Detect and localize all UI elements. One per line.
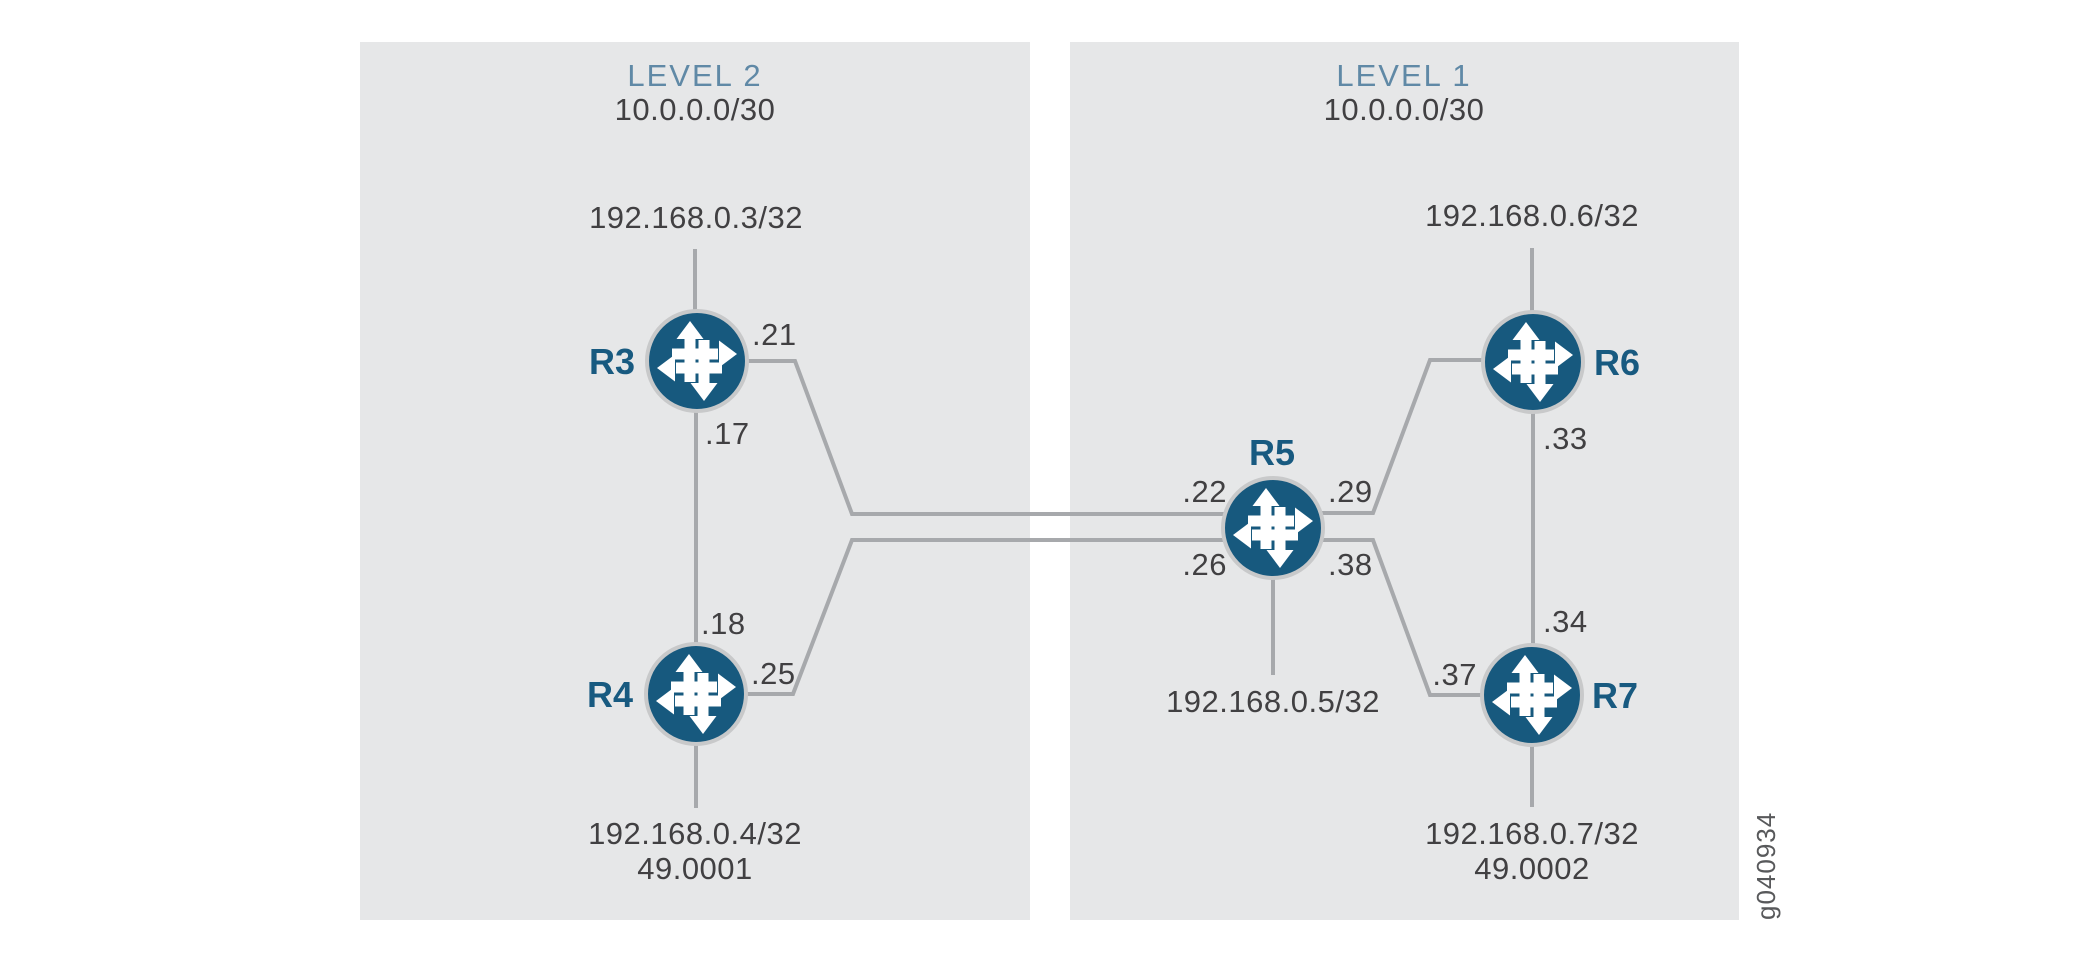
level1-area-box	[1070, 42, 1739, 920]
r5-loopback-label: 192.168.0.5/32	[1166, 684, 1380, 719]
interface-label-r5-r4: .26	[1182, 547, 1227, 582]
r7-iso-area-label: 49.0002	[1474, 851, 1590, 886]
interface-label-r3-r5: .21	[752, 317, 797, 352]
r6-loopback-label: 192.168.0.6/32	[1425, 198, 1639, 233]
interface-label-r3-r4: .17	[705, 416, 750, 451]
router-icon	[1480, 643, 1584, 747]
r6-name-label: R6	[1593, 342, 1641, 383]
r4-iso-area-label: 49.0001	[637, 851, 753, 886]
router-icon	[1481, 310, 1585, 414]
router-r5	[1221, 476, 1325, 580]
r5-name-label: R5	[1248, 432, 1296, 473]
r3-name-label: R3	[588, 341, 636, 382]
r4-loopback-label: 192.168.0.4/32	[588, 816, 802, 851]
router-r3	[645, 309, 749, 413]
level2-subnet: 10.0.0.0/30	[614, 92, 776, 127]
router-r6	[1481, 310, 1585, 414]
interface-label-r5-r7: .38	[1328, 547, 1373, 582]
router-r7	[1480, 643, 1584, 747]
interface-label-r5-r3: .22	[1182, 474, 1227, 509]
r4-name-label: R4	[586, 674, 634, 715]
interface-label-r5-r6: .29	[1328, 474, 1373, 509]
interface-label-r7-r6: .34	[1543, 604, 1588, 639]
router-icon	[1221, 476, 1325, 580]
level1-subnet: 10.0.0.0/30	[1323, 92, 1485, 127]
interface-label-r6-r7: .33	[1543, 421, 1588, 456]
r7-loopback-label: 192.168.0.7/32	[1425, 816, 1639, 851]
r7-name-label: R7	[1591, 675, 1639, 716]
level2-title: LEVEL 2	[627, 58, 763, 93]
router-icon	[644, 642, 748, 746]
interface-label-r4-r5: .25	[751, 656, 796, 691]
router-r4	[644, 642, 748, 746]
interface-label-r4-r3: .18	[701, 606, 746, 641]
router-icon	[645, 309, 749, 413]
interface-label-r7-r5: .37	[1432, 657, 1477, 692]
figure-id-label: g040934	[1751, 811, 1781, 920]
level1-title: LEVEL 1	[1336, 58, 1472, 93]
r3-loopback-label: 192.168.0.3/32	[589, 200, 803, 235]
